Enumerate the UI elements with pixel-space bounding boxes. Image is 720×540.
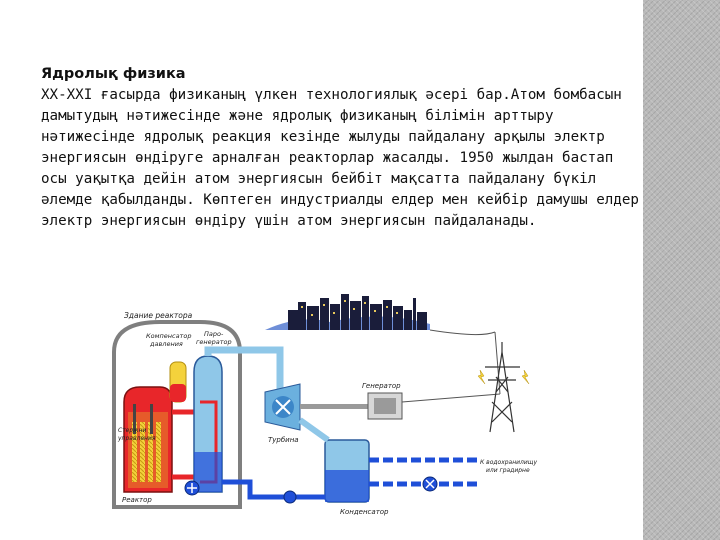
cooling-loop bbox=[369, 457, 480, 487]
pressurizer-label-1: Компенсатор bbox=[146, 332, 191, 340]
generator: Генератор bbox=[362, 382, 403, 420]
control-rods-label-1: Стержни bbox=[118, 427, 147, 434]
generator-label: Генератор bbox=[362, 382, 401, 390]
cooling-label-1: К водохранилищу bbox=[480, 459, 537, 466]
primary-pump-cross-icon bbox=[187, 483, 197, 493]
pressurizer: Компенсатор давления bbox=[146, 332, 191, 403]
reactor-vessel bbox=[123, 386, 173, 493]
cooling-label-2: или градирне bbox=[486, 467, 530, 474]
city-skyline bbox=[265, 294, 430, 330]
slide-title: Ядролық физика bbox=[41, 66, 186, 82]
slide-body: XX-XXI ғасырда физиканың үлкен технологи… bbox=[41, 87, 639, 229]
decorative-side-bar bbox=[643, 0, 720, 540]
turbine-shaft bbox=[300, 404, 368, 409]
building-label: Здание реактора bbox=[124, 311, 193, 320]
steam-gen-label-1: Паро- bbox=[204, 330, 224, 338]
pressurizer-label-2: давления bbox=[149, 340, 183, 348]
transmission-tower bbox=[485, 342, 520, 433]
power-line bbox=[401, 329, 501, 403]
slide-text: Ядролық физика XX-XXI ғасырда физиканың … bbox=[41, 64, 641, 232]
condenser-label: Конденсатор bbox=[340, 508, 389, 516]
turbine: Турбина bbox=[264, 383, 301, 444]
control-rods-label-2: управления bbox=[117, 435, 156, 442]
cooling-pump-cross-icon bbox=[425, 479, 435, 489]
steam-gen-label-2: генератор bbox=[196, 338, 232, 346]
spark-icons bbox=[477, 369, 530, 385]
reactor-label: Реактор bbox=[122, 496, 152, 504]
steam-line bbox=[204, 346, 284, 392]
condenser: Конденсатор bbox=[324, 439, 389, 516]
nuclear-plant-diagram: Здание реактора Компенсатор давления Пар… bbox=[112, 294, 537, 516]
turbine-label: Турбина bbox=[268, 436, 299, 444]
exhaust-steam-line bbox=[298, 417, 330, 443]
feed-pump-icon bbox=[283, 490, 297, 504]
